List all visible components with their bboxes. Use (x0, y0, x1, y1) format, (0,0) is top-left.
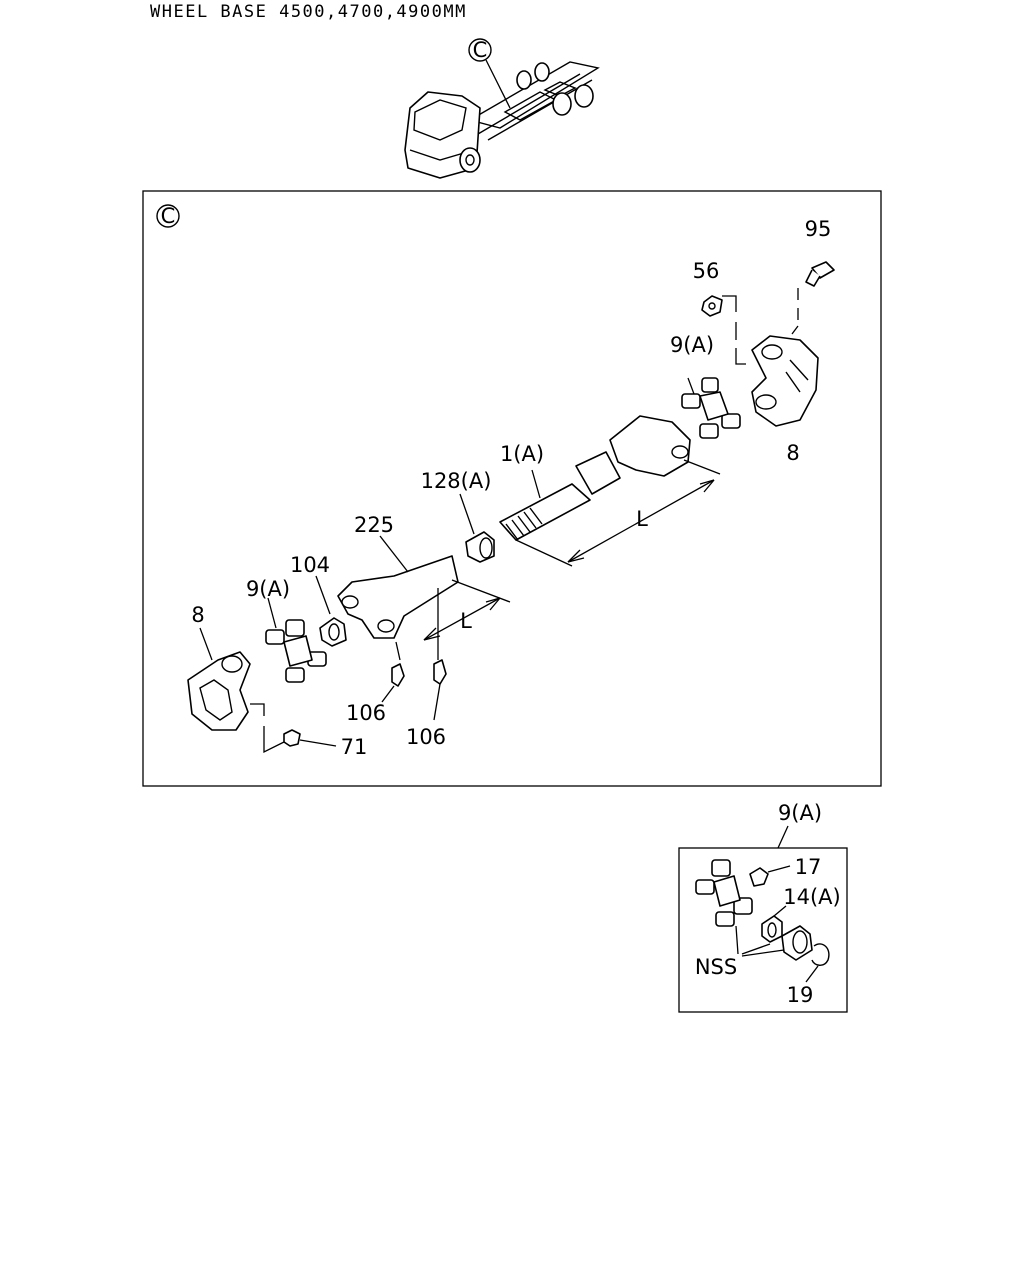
part-128a-seal-ring (459, 493, 495, 563)
dimension-l-lower (423, 579, 511, 641)
frame-callout-letter: C (161, 204, 176, 228)
inset-label-17: 17 (795, 855, 822, 879)
dim-label-l-upper: L (636, 507, 648, 531)
label-104: 104 (290, 553, 330, 577)
page-title: WHEEL BASE 4500,4700,4900MM (150, 2, 467, 22)
exploded-view-frame (142, 190, 882, 787)
part-225-sleeve-yoke (337, 535, 459, 661)
inset-title: 9(A) (778, 801, 822, 825)
callout-letter: C (473, 38, 488, 62)
part-8-flange-yoke-left (187, 627, 251, 731)
part-9a-universal-joint-left (265, 597, 327, 683)
part-1a-propeller-shaft (499, 415, 721, 541)
inset-universal-joint-cross (695, 859, 753, 927)
inset-label-14a: 14(A) (783, 885, 840, 909)
truck-overview-illustration: C (404, 38, 600, 179)
inset-part-17-grease-fitting (749, 865, 791, 887)
label-8-left: 8 (191, 603, 204, 627)
inset-nss-leaders (735, 925, 785, 957)
label-128a: 128(A) (421, 469, 492, 493)
inset-frame (678, 847, 848, 1013)
part-56-nut (701, 295, 746, 365)
callout-circle-c (468, 38, 492, 62)
label-225: 225 (354, 513, 394, 537)
label-9a-left: 9(A) (246, 577, 290, 601)
part-8-flange-yoke-right (751, 335, 819, 427)
part-95-bolt (791, 261, 835, 335)
label-71: 71 (341, 735, 368, 759)
label-106-b: 106 (406, 725, 446, 749)
label-106-a: 106 (346, 701, 386, 725)
part-9a-universal-joint-top (681, 377, 741, 439)
inset-part-19-snap-ring (805, 943, 830, 983)
label-1a: 1(A) (500, 442, 544, 466)
frame-callout-circle-c (156, 204, 180, 228)
part-104-dust-seal (315, 575, 347, 647)
dimension-l-upper (515, 479, 715, 567)
dim-label-l-lower: L (460, 609, 472, 633)
label-95: 95 (805, 217, 832, 241)
inset-label-19: 19 (787, 983, 814, 1007)
label-9a-top: 9(A) (670, 333, 714, 357)
label-8-right: 8 (786, 441, 799, 465)
label-56: 56 (693, 259, 720, 283)
part-106-grease-nipple-a (381, 663, 405, 703)
part-106-grease-nipple-b (433, 659, 447, 721)
inset-label-nss: NSS (695, 955, 737, 979)
inset-bearing-cup (781, 925, 813, 961)
part-71-nut (250, 703, 337, 754)
